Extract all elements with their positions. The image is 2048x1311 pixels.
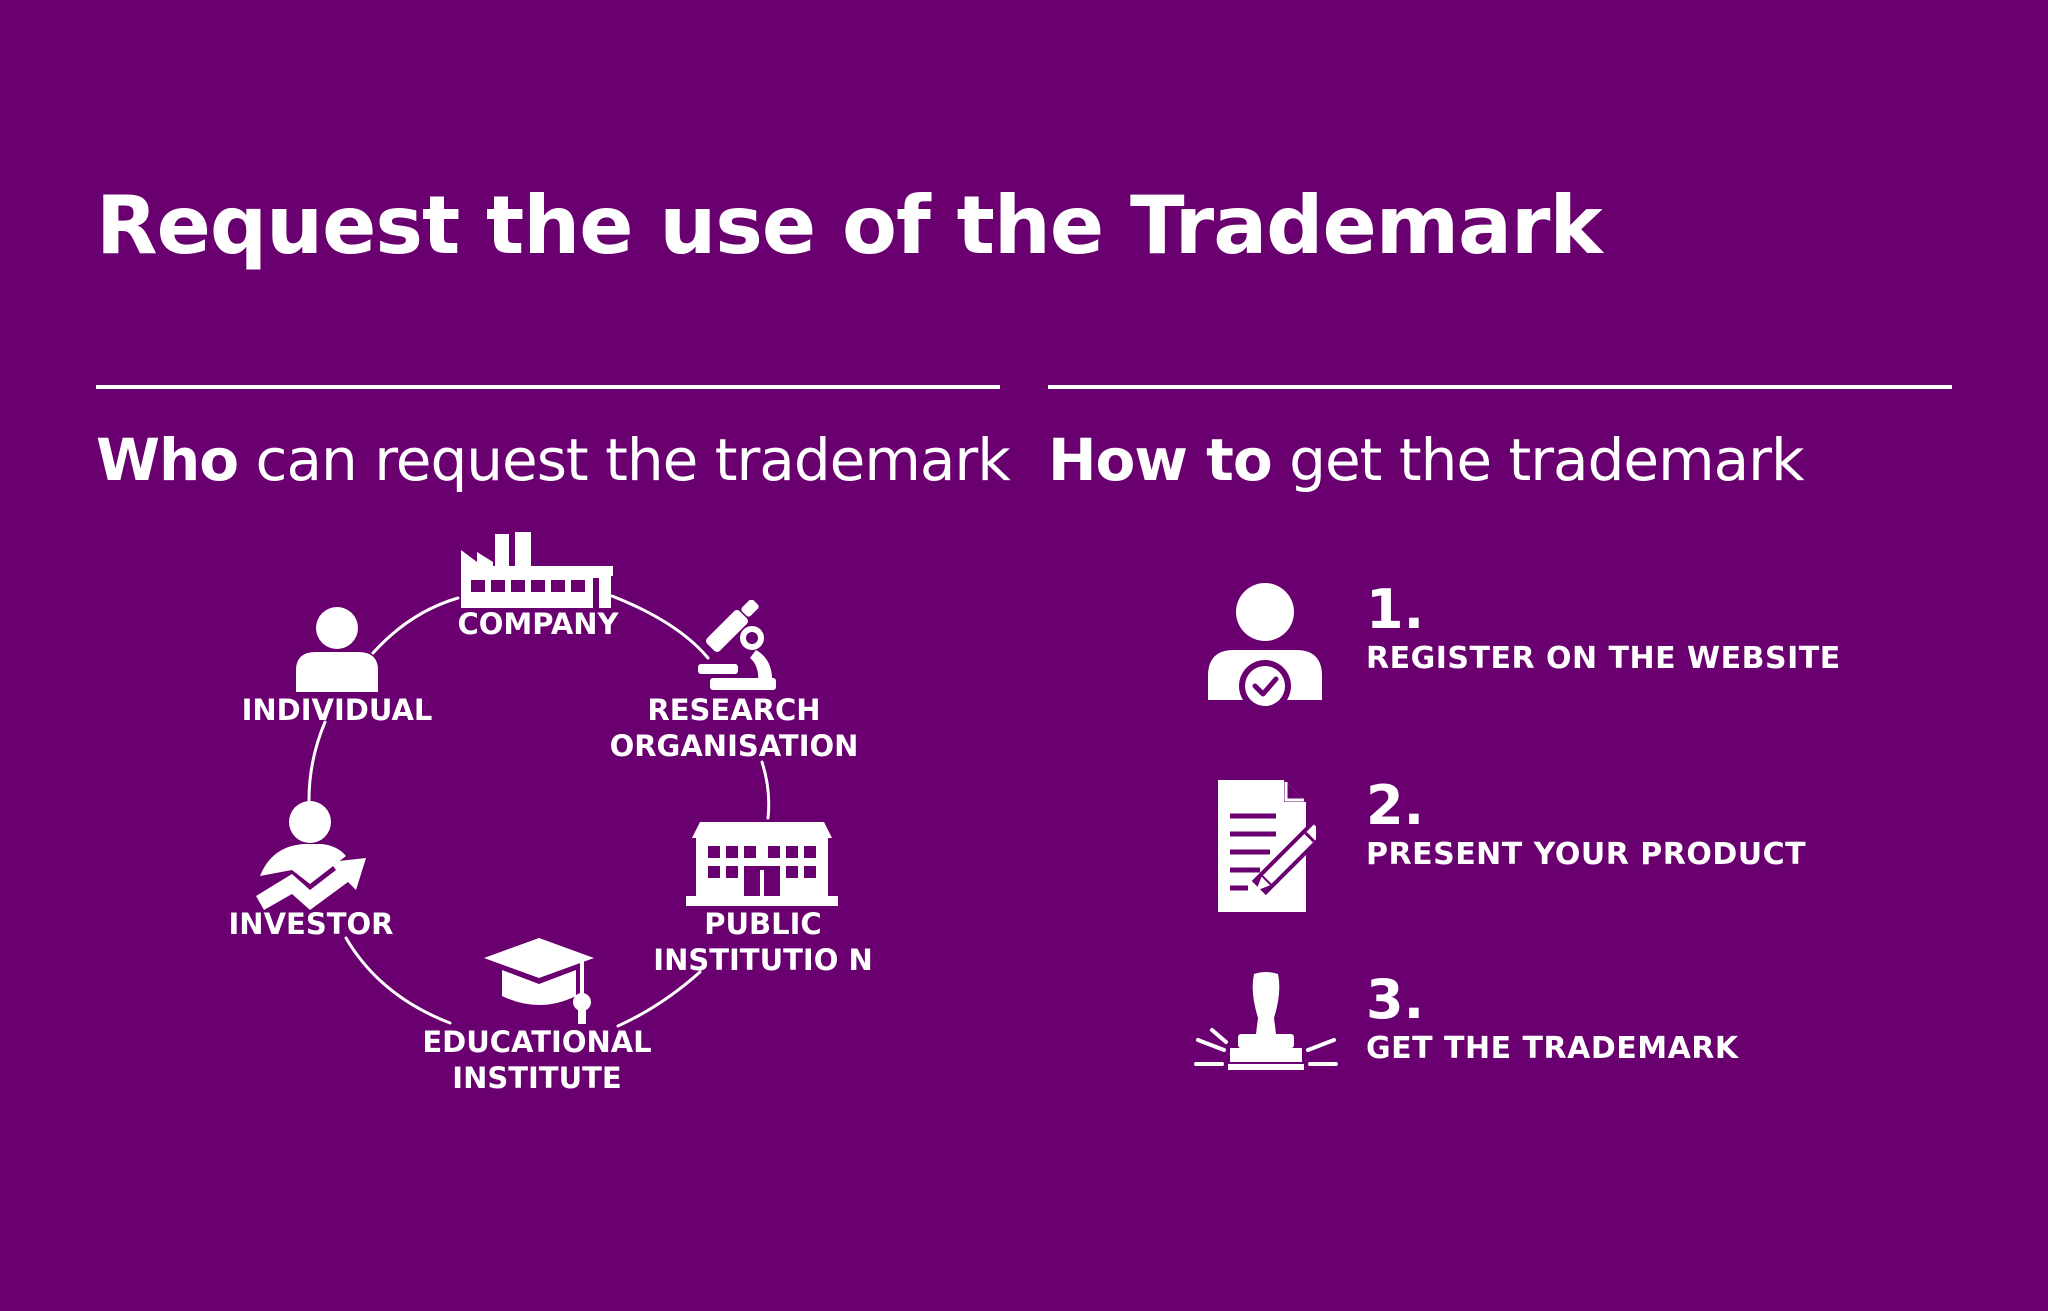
user-check-icon xyxy=(1208,583,1322,712)
document-pen-icon xyxy=(1218,780,1316,912)
node-label-line: INVESTOR xyxy=(228,907,394,941)
arc-research-public xyxy=(760,760,771,820)
arc-investor-individual xyxy=(307,720,327,802)
who-title-bold: Who xyxy=(96,426,239,494)
step-1-text: REGISTER ON THE WEBSITE xyxy=(1366,641,1841,676)
page-title: Request the use of the Trademark xyxy=(96,179,1603,272)
node-investor-label: INVESTOR xyxy=(229,906,394,942)
node-educational-label: EDUCATIONAL INSTITUTE xyxy=(422,1024,651,1096)
building-icon xyxy=(686,822,838,906)
step-1-number: 1. xyxy=(1366,578,1425,641)
step-2-number: 2. xyxy=(1366,774,1425,837)
node-label-line: PUBLIC xyxy=(704,907,822,941)
divider-right xyxy=(1048,385,1952,389)
node-company-label: COMPANY xyxy=(457,606,618,642)
arc-individual-company xyxy=(371,596,460,655)
factory-icon xyxy=(461,532,613,608)
how-title-rest: get the trademark xyxy=(1271,426,1804,494)
how-title-bold: How to xyxy=(1048,426,1273,494)
node-research-label: RESEARCH ORGANISATION xyxy=(610,692,859,764)
step-3-number: 3. xyxy=(1366,968,1425,1031)
divider-left xyxy=(96,385,1000,389)
microscope-icon xyxy=(698,600,776,690)
graduation-cap-icon xyxy=(484,938,594,1024)
node-individual-label: INDIVIDUAL xyxy=(242,692,433,728)
arc-educational-investor xyxy=(344,936,452,1025)
who-section-title: Who can request the trademark xyxy=(96,422,1011,498)
node-label-line: INSTITUTIO N xyxy=(653,943,873,977)
node-label-line: INSTITUTE xyxy=(452,1061,622,1095)
step-3-text: GET THE TRADEMARK xyxy=(1366,1031,1739,1066)
node-label-line: RESEARCH xyxy=(647,693,821,727)
person-icon xyxy=(296,607,378,692)
how-section-title: How to get the trademark xyxy=(1048,422,1805,498)
arc-company-research xyxy=(610,594,710,660)
arc-public-educational xyxy=(616,970,702,1028)
stamp-icon xyxy=(1194,972,1338,1070)
who-title-rest: can request the trademark xyxy=(238,426,1011,494)
node-label-line: COMPANY xyxy=(457,607,619,641)
node-public-label: PUBLIC INSTITUTIO N xyxy=(653,906,872,978)
node-label-line: ORGANISATION xyxy=(609,729,859,763)
node-label-line: INDIVIDUAL xyxy=(241,693,433,727)
investor-icon xyxy=(256,801,366,910)
step-2-text: PRESENT YOUR PRODUCT xyxy=(1366,837,1807,872)
node-label-line: EDUCATIONAL xyxy=(422,1025,652,1059)
